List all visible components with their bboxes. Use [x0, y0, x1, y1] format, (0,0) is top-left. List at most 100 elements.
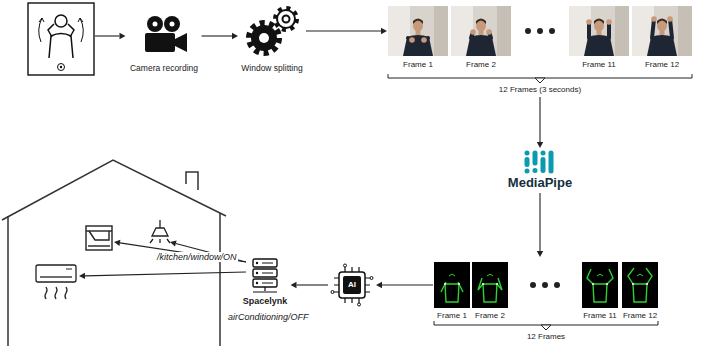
- gesture-person-icon: [49, 34, 73, 59]
- arrow-head: [114, 240, 120, 246]
- gears-icon: [242, 4, 302, 58]
- annotation-label: airConditioning/OFF: [228, 312, 309, 322]
- pose-frame: [434, 262, 470, 308]
- pose-frame: [483, 284, 497, 302]
- pose-frame: [444, 283, 446, 285]
- gesture-person-icon: [39, 18, 44, 22]
- mediapipe-logo: [533, 168, 538, 173]
- pose-frame: [592, 283, 594, 285]
- pose-frame: [449, 274, 455, 276]
- window-icon: [86, 226, 112, 250]
- pose-frame: [472, 262, 508, 308]
- video-frame-node: Frame 1: [388, 6, 448, 69]
- window-icon: [86, 226, 112, 250]
- video-frame: [589, 22, 609, 38]
- arrow-line: [539, 193, 540, 251]
- pose-frame: [445, 284, 459, 302]
- node-label: Frame 1: [388, 60, 448, 69]
- gears-icon: [259, 33, 269, 43]
- air-conditioner-icon: [66, 269, 72, 270]
- video-frame: [657, 20, 667, 32]
- layout-arrows: [79, 33, 543, 279]
- frames-bracket: [535, 78, 545, 83]
- node-label: AI: [329, 262, 375, 308]
- ellipsis-dots: [542, 282, 548, 288]
- arrow-head: [79, 273, 85, 279]
- ellipsis-dots: [537, 28, 543, 34]
- ellipsis-dots: [525, 28, 531, 34]
- video-frame: [476, 20, 486, 32]
- node-label: Frame 11: [569, 60, 629, 69]
- video-frame: [470, 29, 476, 35]
- ai-chip-node: AI: [329, 262, 375, 308]
- camera-icon: [145, 33, 175, 52]
- server-icon: [256, 262, 258, 264]
- arrow-head: [376, 282, 382, 288]
- server-icon: [256, 272, 258, 274]
- gesture-person-icon: [78, 18, 83, 22]
- camera-icon-node: Camera recording: [128, 14, 201, 74]
- pose-frame-node: Frame 2: [472, 262, 508, 320]
- video-frame: [586, 19, 592, 25]
- lamp-icon: [150, 239, 170, 243]
- pose-frame-node: Frame 1: [434, 262, 470, 320]
- camera-icon: [153, 22, 158, 27]
- frames-bracket: [388, 74, 692, 83]
- arrow-head: [232, 33, 238, 39]
- video-frame: [451, 6, 511, 56]
- window-icon: [89, 231, 109, 240]
- video-frame: [434, 6, 448, 56]
- video-frame: [451, 6, 511, 56]
- pose-frame: [622, 262, 658, 308]
- video-frame: [632, 6, 692, 56]
- pose-frame: [632, 283, 634, 285]
- arrow-head: [537, 251, 543, 257]
- mediapipe-logo: [525, 151, 530, 156]
- frames-bracket: [434, 321, 658, 330]
- video-frame: [569, 6, 629, 56]
- mediapipe-logo-node: MediaPipe: [506, 150, 575, 191]
- node-label: Frame 11: [581, 311, 619, 320]
- ai-chip: [370, 277, 373, 280]
- flow-arrow: [306, 28, 387, 34]
- video-frame: [409, 37, 415, 43]
- video-frame: [388, 6, 448, 56]
- pose-frame: [587, 269, 613, 284]
- video-frame: [652, 19, 672, 38]
- gears-icon: [283, 16, 290, 23]
- air-conditioner-icon: [36, 265, 76, 299]
- node-label: Frame 2: [472, 311, 508, 320]
- server-icon: [253, 263, 277, 292]
- video-frame-node: Frame 2: [451, 6, 511, 69]
- server-icon-node: Spacelynk: [241, 258, 290, 306]
- pose-frame: [472, 262, 508, 308]
- camera-icon: [170, 22, 175, 27]
- house-outline: [219, 213, 221, 346]
- video-frame-node: Frame 12: [632, 6, 692, 69]
- node-label: Spacelynk: [241, 296, 290, 306]
- pose-frame: [441, 282, 463, 292]
- video-frame: [403, 35, 433, 56]
- mediapipe-logo: [522, 150, 558, 174]
- pose-frame: [582, 262, 618, 308]
- gesture-person-icon: [28, 3, 94, 75]
- pose-frame: [628, 268, 652, 284]
- node-label: Window splitting: [239, 64, 305, 74]
- house-outline: [186, 172, 198, 190]
- server-icon: [256, 282, 258, 284]
- pose-frame: [487, 274, 493, 276]
- video-frame-node: Frame 11: [569, 6, 629, 69]
- node-label: Frame 12: [632, 60, 692, 69]
- annotation-label: 12 Frames: [527, 332, 565, 341]
- arrow-line: [95, 35, 120, 36]
- video-frame: [413, 20, 423, 32]
- frames-bracket: [388, 74, 692, 78]
- gesture-person-icon: [60, 66, 62, 68]
- video-frame: [497, 6, 511, 56]
- video-frame: [421, 37, 427, 43]
- flow-arrow: [291, 282, 329, 288]
- video-frame: [606, 19, 612, 25]
- pose-frame: [637, 274, 643, 276]
- pose-frame: [478, 278, 502, 290]
- gears-icon: [275, 8, 297, 30]
